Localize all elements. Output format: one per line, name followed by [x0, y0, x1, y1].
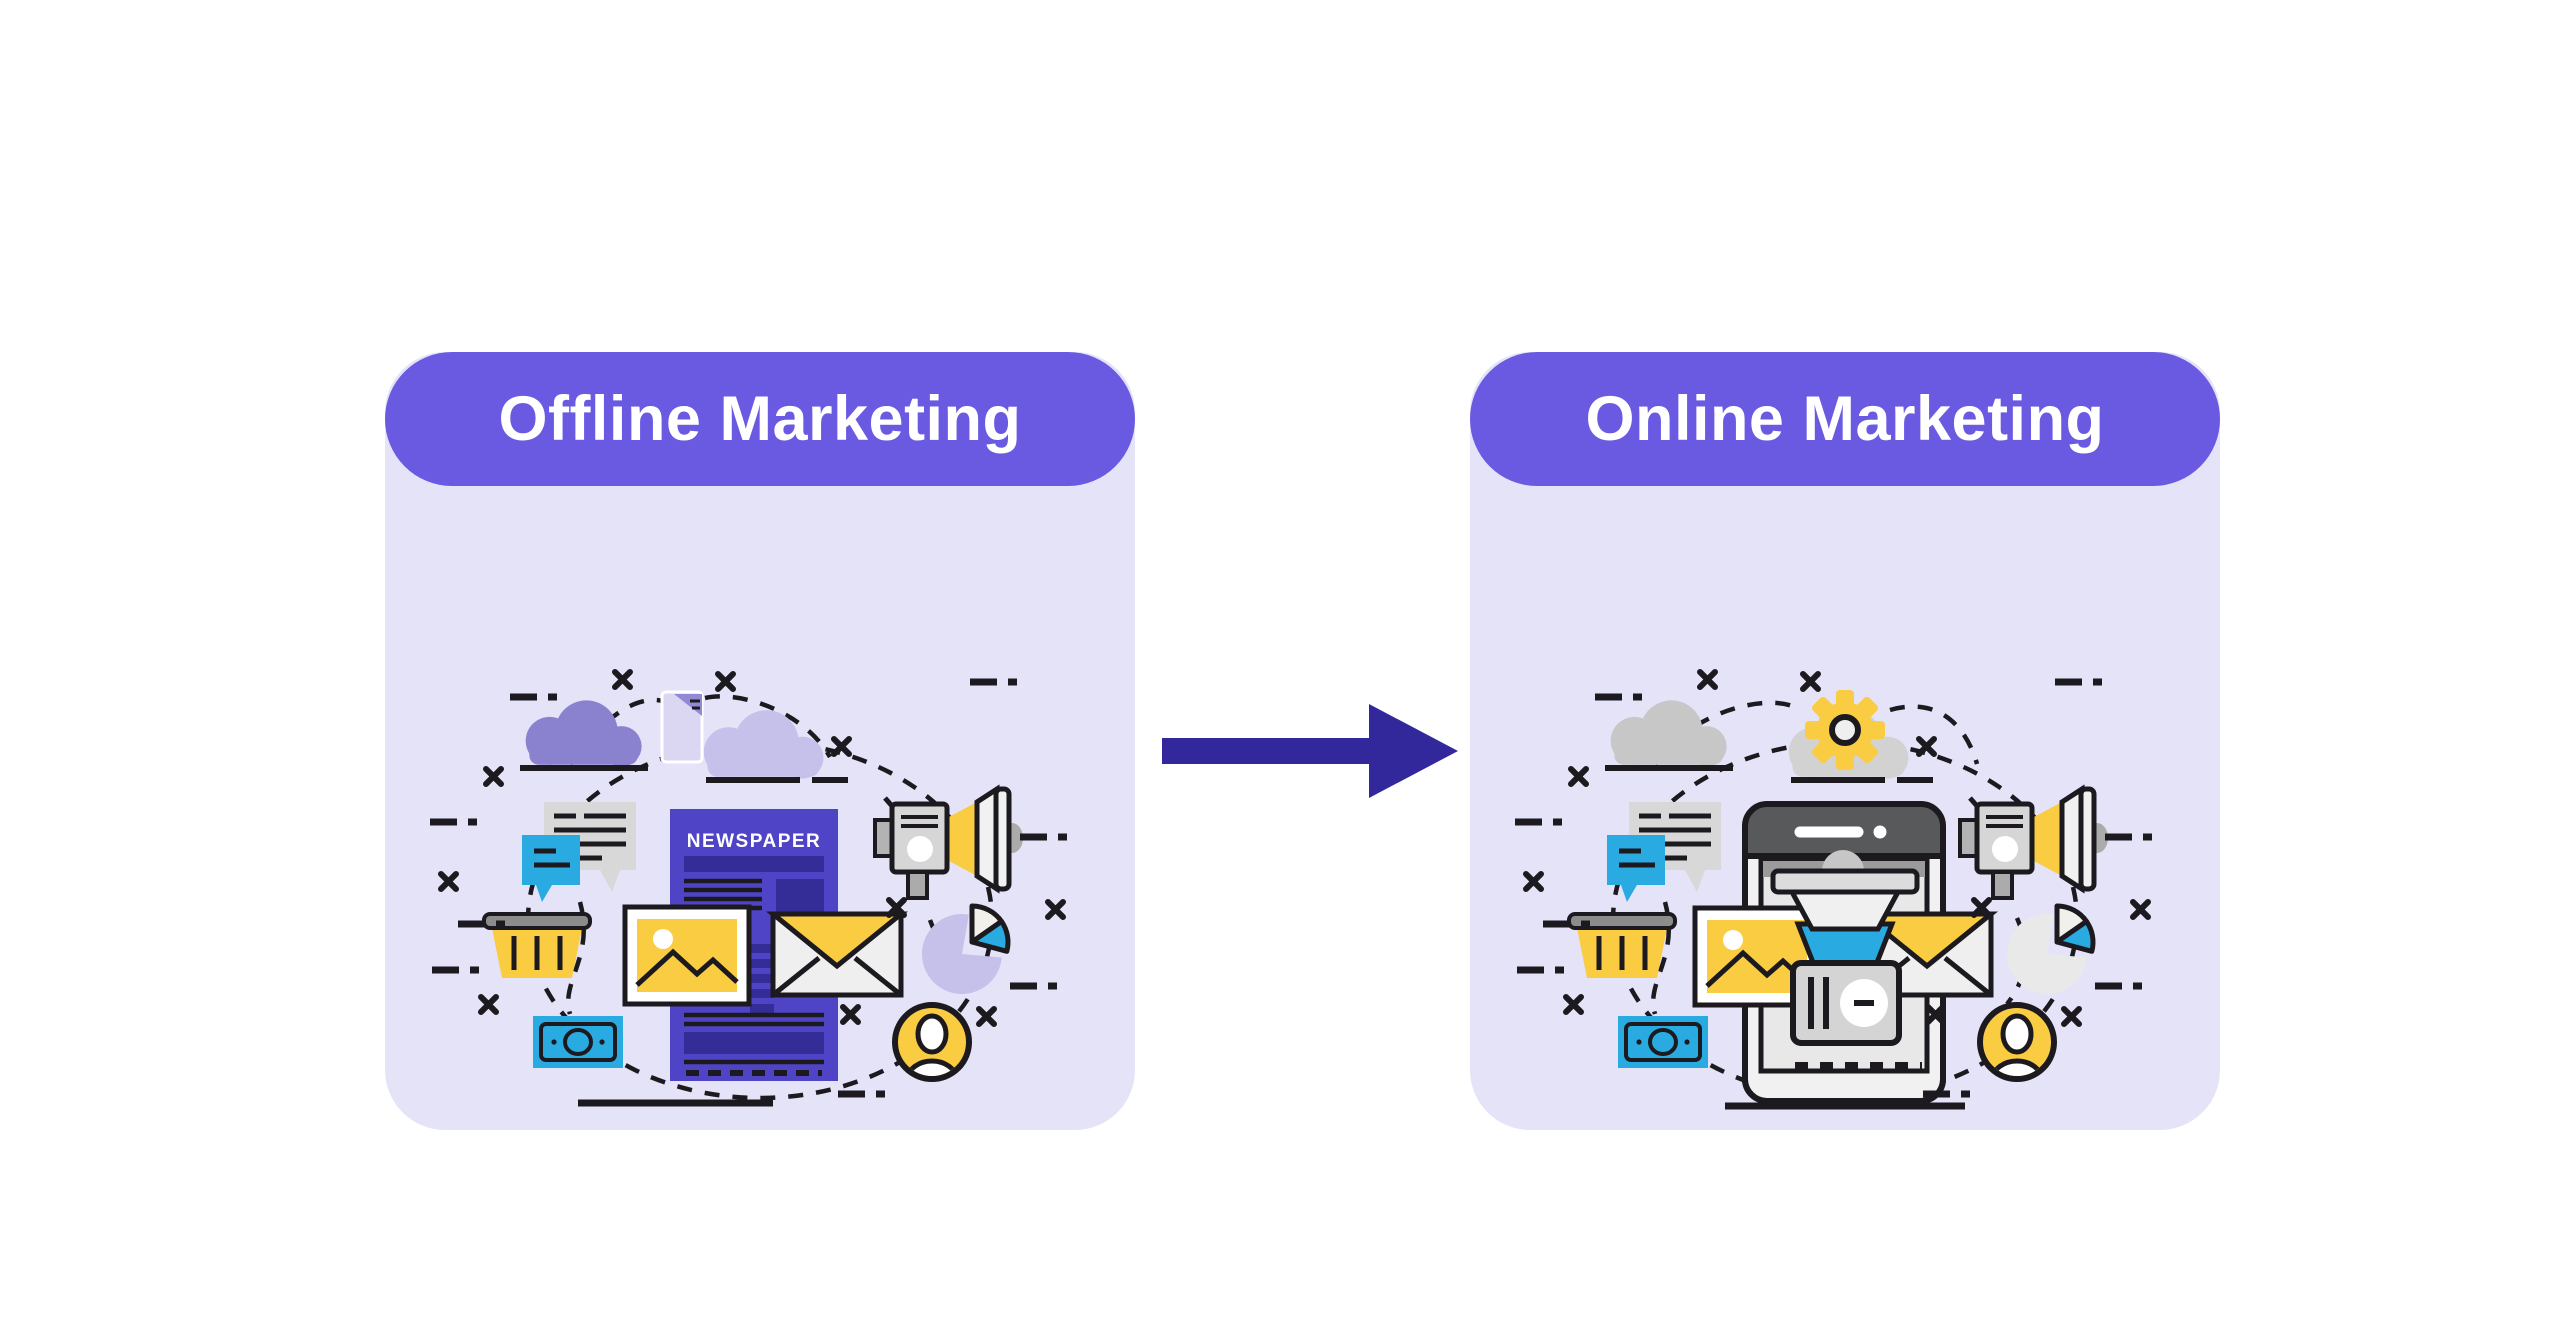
pie-chart-icon: [921, 906, 1008, 994]
online-marketing-card: Online Marketing: [1470, 352, 2220, 1130]
online-illustration: [1495, 652, 2195, 1110]
document-icon: [660, 690, 704, 764]
offline-illustration: NEWSPAPER: [410, 652, 1110, 1107]
money-icon: [1616, 1014, 1710, 1070]
card-title: Offline Marketing: [498, 384, 1022, 454]
photo-icon: [625, 907, 749, 1004]
gear-icon: [1805, 690, 1885, 770]
megaphone-icon: [1960, 789, 2108, 898]
megaphone-funnel-icon: [1770, 850, 1920, 1046]
online-card-header: Online Marketing: [1470, 352, 2220, 486]
cloud-icon: [1605, 700, 1733, 771]
user-avatar-icon: [1980, 1005, 2054, 1082]
offline-marketing-card: Offline Marketing: [385, 352, 1135, 1130]
user-avatar-icon: [895, 1005, 969, 1082]
cloud-icon: [703, 710, 848, 783]
transition-arrow: [1162, 702, 1458, 800]
money-icon: [531, 1014, 625, 1070]
card-title: Online Marketing: [1585, 384, 2105, 454]
speech-bubbles-icon: [522, 802, 636, 902]
cloud-icon: [520, 700, 648, 771]
arrow-right-icon: [1162, 704, 1458, 798]
newspaper-label: NEWSPAPER: [687, 831, 822, 852]
cloud-icon: [1788, 710, 1933, 783]
envelope-icon: [773, 914, 901, 995]
megaphone-icon: [875, 789, 1023, 898]
offline-card-header: Offline Marketing: [385, 352, 1135, 486]
speech-bubbles-icon: [1607, 802, 1721, 902]
